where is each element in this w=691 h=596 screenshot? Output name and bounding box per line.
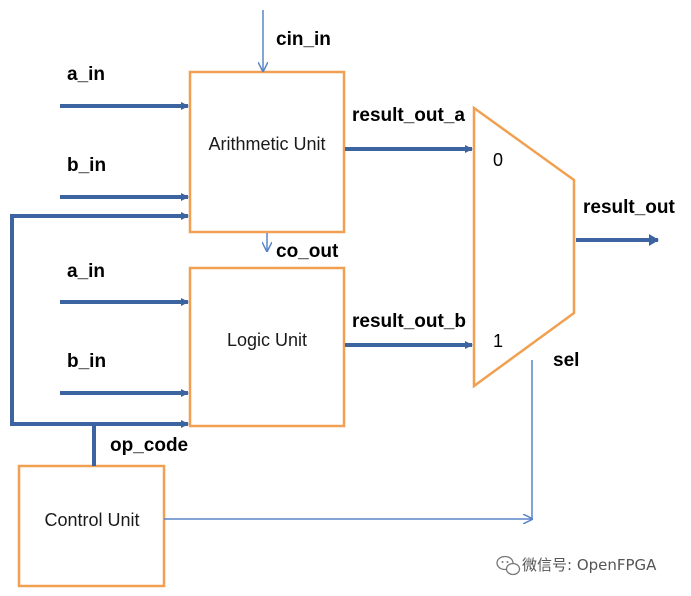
multiplexer xyxy=(472,105,576,389)
control-unit-block xyxy=(17,464,166,588)
co-out-label: co_out xyxy=(276,241,339,262)
b-in-top-label: b_in xyxy=(67,155,106,176)
logic-unit-block xyxy=(188,266,346,428)
sel-label: sel xyxy=(553,350,579,371)
arithmetic-unit-block xyxy=(188,70,346,234)
a-in-top-label: a_in xyxy=(67,64,105,85)
result-out-a-label: result_out_a xyxy=(352,105,465,126)
b-in-bottom-label: b_in xyxy=(67,351,106,372)
mux-input-1-label: 1 xyxy=(493,331,503,351)
a-in-bottom-label: a_in xyxy=(67,261,105,282)
wechat-icon xyxy=(496,555,521,576)
op-code-bus xyxy=(10,212,189,466)
mux-input-0-label: 0 xyxy=(493,150,503,170)
logic-unit-label: Logic Unit xyxy=(227,330,307,350)
cin-in-label: cin_in xyxy=(276,29,331,50)
result-out-b-label: result_out_b xyxy=(352,311,466,332)
op-code-label: op_code xyxy=(110,435,188,456)
arithmetic-unit-label: Arithmetic Unit xyxy=(208,134,325,154)
watermark-text: 微信号: OpenFPGA xyxy=(522,556,657,574)
control-unit-label: Control Unit xyxy=(44,510,139,530)
result-out-label: result_out xyxy=(583,197,676,218)
